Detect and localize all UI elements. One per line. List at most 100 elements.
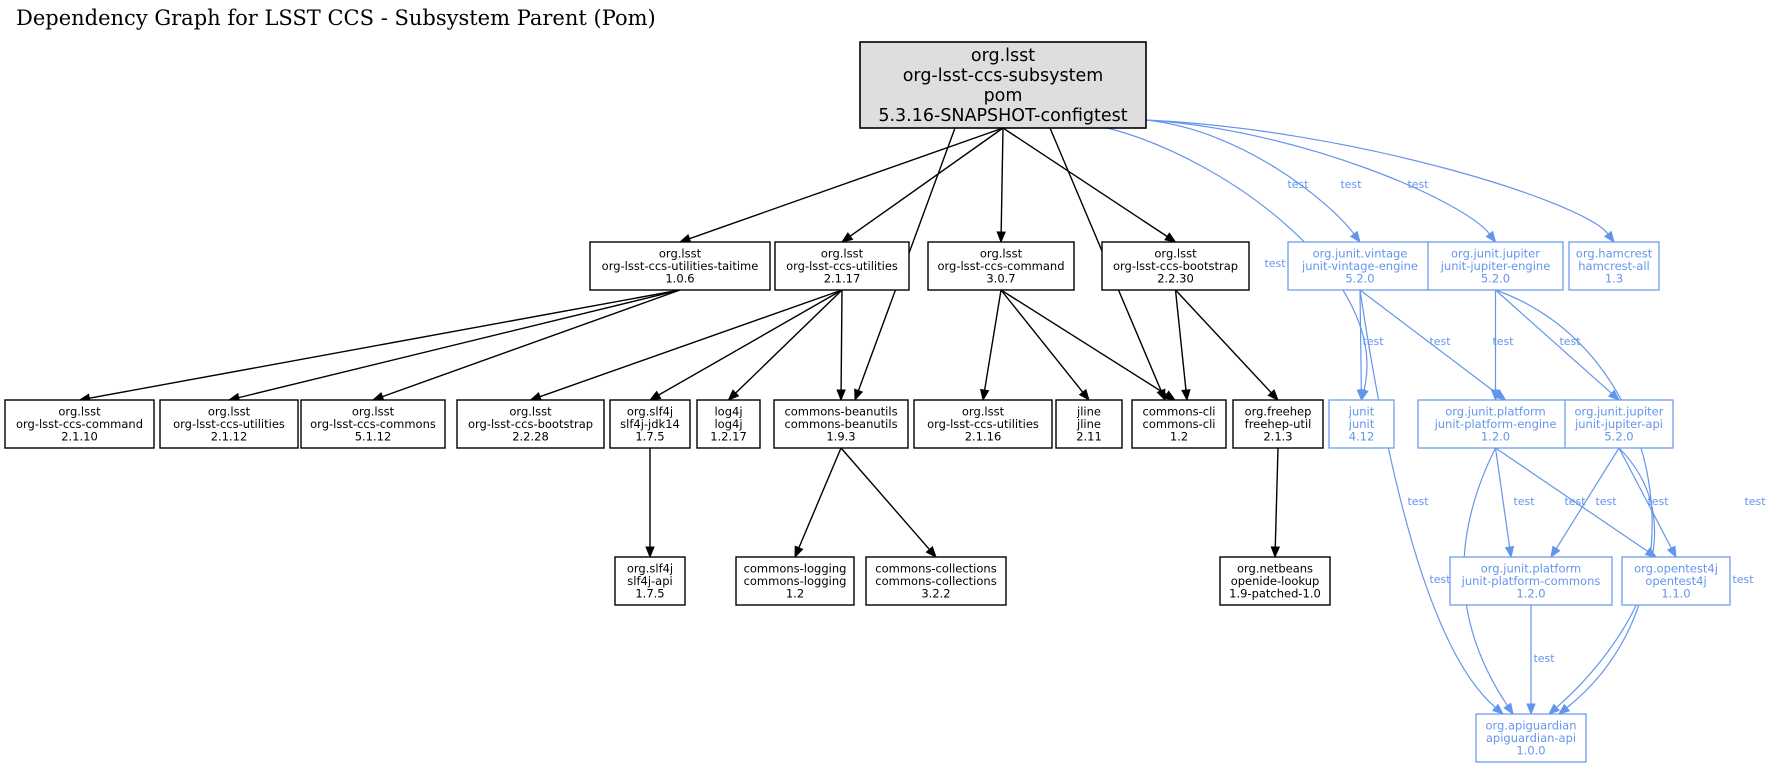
edge-freehep-to-openide bbox=[1270, 447, 1281, 559]
edge-jupapi-to-platcommons: test bbox=[1550, 447, 1620, 559]
node-label-line: 1.2 bbox=[786, 586, 804, 600]
edge-util2117-to-beanutils bbox=[836, 289, 846, 402]
node-openide: org.netbeansopenide-lookup1.9-patched-1.… bbox=[1219, 556, 1331, 606]
edge-arrowhead bbox=[1267, 389, 1279, 401]
edge-taitime-to-util2112 bbox=[227, 289, 681, 403]
node-label-line: slf4j-api bbox=[627, 574, 672, 588]
node-label-line: 2.1.16 bbox=[965, 429, 1002, 443]
edge-root-to-jupengine: test bbox=[1145, 119, 1497, 244]
node-box bbox=[1101, 241, 1250, 291]
edge-vintage-to-junit: test bbox=[1356, 289, 1384, 402]
edge-platengine-to-platcommons: test bbox=[1494, 447, 1535, 559]
edge-beanutils-to-logging bbox=[794, 447, 842, 559]
edge-label: test bbox=[1647, 495, 1669, 508]
node-label-line: junit-jupiter-engine bbox=[1440, 259, 1551, 273]
node-label-line: org.hamcrest bbox=[1576, 246, 1653, 260]
node-label-line: junit-vintage-engine bbox=[1301, 259, 1418, 273]
node-label-line: 3.2.2 bbox=[921, 586, 950, 600]
node-label-line: org.lsst bbox=[58, 404, 101, 418]
edge-line bbox=[1145, 119, 1609, 235]
edge-line bbox=[1000, 289, 1167, 396]
edge-slf4jjdk-to-slf4japi bbox=[645, 448, 655, 559]
node-label-line: 5.3.16-SNAPSHOT-configtest bbox=[878, 106, 1127, 126]
edge-label: test bbox=[1492, 335, 1514, 348]
edge-arrowhead bbox=[840, 232, 854, 243]
node-label-line: 2.1.12 bbox=[211, 429, 248, 443]
edge-root-to-cmd307 bbox=[996, 127, 1006, 244]
edge-arrowhead bbox=[1526, 703, 1536, 716]
node-box bbox=[589, 241, 771, 291]
node-taitime: org.lsstorg-lsst-ccs-utilities-taitime1.… bbox=[589, 241, 771, 291]
node-label-line: log4j bbox=[714, 404, 742, 418]
node-label-line: org-lsst-ccs-utilities bbox=[927, 417, 1039, 431]
edge-line bbox=[849, 127, 1004, 237]
edge-arrowhead bbox=[1666, 545, 1677, 559]
node-label-line: junit-platform-engine bbox=[1434, 417, 1557, 431]
node-label-line: commons-cli bbox=[1143, 417, 1216, 431]
node-box bbox=[1475, 713, 1587, 763]
edge-arrowhead bbox=[1349, 230, 1361, 244]
node-label-line: 2.2.30 bbox=[1157, 271, 1194, 285]
edge-line bbox=[1002, 127, 1168, 238]
edge-arrowhead bbox=[1603, 230, 1615, 244]
node-box bbox=[774, 241, 910, 291]
edge-arrowhead bbox=[1550, 545, 1561, 559]
edge-arrowhead bbox=[1163, 390, 1177, 401]
node-label-line: apiguardian-api bbox=[1486, 731, 1576, 745]
node-box bbox=[1328, 399, 1395, 449]
node-root: org.lsstorg-lsst-ccs-subsystempom5.3.16-… bbox=[859, 41, 1147, 129]
node-box bbox=[609, 399, 691, 449]
node-label-line: 2.1.3 bbox=[1263, 429, 1292, 443]
node-label-line: 1.2.0 bbox=[1481, 429, 1510, 443]
edge-arrowhead bbox=[1503, 702, 1514, 716]
edge-line bbox=[1274, 447, 1279, 548]
edge-line bbox=[658, 289, 843, 396]
node-label-line: 1.9-patched-1.0 bbox=[1229, 586, 1321, 600]
node-vintage: org.junit.vintagejunit-vintage-engine5.2… bbox=[1287, 241, 1433, 291]
edge-line bbox=[1555, 447, 1620, 549]
node-label-line: jline bbox=[1076, 417, 1101, 431]
node-box bbox=[614, 556, 686, 606]
node-label-line: org-lsst-ccs-utilities bbox=[173, 417, 285, 431]
edge-label: test bbox=[1564, 495, 1586, 508]
node-label-line: openide-lookup bbox=[1231, 574, 1320, 588]
edge-label: test bbox=[1407, 495, 1429, 508]
edge-root-to-vintage: test bbox=[1145, 119, 1361, 244]
node-label-line: slf4j-jdk14 bbox=[620, 417, 680, 431]
edge-line bbox=[1174, 289, 1187, 391]
node-box bbox=[913, 399, 1053, 449]
edge-line bbox=[1495, 289, 1653, 709]
node-box bbox=[696, 399, 761, 449]
edge-cmd307-to-cli bbox=[1000, 289, 1177, 401]
edge-line bbox=[735, 289, 843, 394]
node-label-line: 1.3 bbox=[1605, 271, 1623, 285]
node-box bbox=[1417, 399, 1574, 449]
node-label-line: 1.7.5 bbox=[635, 429, 664, 443]
node-box bbox=[1449, 556, 1613, 606]
edge-line bbox=[1000, 127, 1004, 233]
edge-root-to-util2117 bbox=[840, 127, 1004, 243]
node-label-line: commons-logging bbox=[744, 574, 847, 588]
edge-line bbox=[1106, 127, 1368, 391]
node-box bbox=[1287, 241, 1433, 291]
node-label-line: 2.2.28 bbox=[512, 429, 549, 443]
edge-line bbox=[539, 289, 843, 398]
edge-arrowhead bbox=[794, 545, 804, 559]
node-label-line: junit-jupiter-api bbox=[1574, 417, 1663, 431]
node-label-line: 5.2.0 bbox=[1481, 271, 1510, 285]
edge-taitime-to-commons5112 bbox=[371, 289, 681, 401]
node-label-line: org.lsst bbox=[352, 404, 395, 418]
edge-line bbox=[238, 289, 681, 399]
node-label-line: 1.2 bbox=[1170, 429, 1188, 443]
edge-line bbox=[1000, 289, 1084, 393]
node-box bbox=[159, 399, 299, 449]
node-label-line: 1.2.0 bbox=[1516, 586, 1545, 600]
node-label-line: jline bbox=[1076, 404, 1101, 418]
